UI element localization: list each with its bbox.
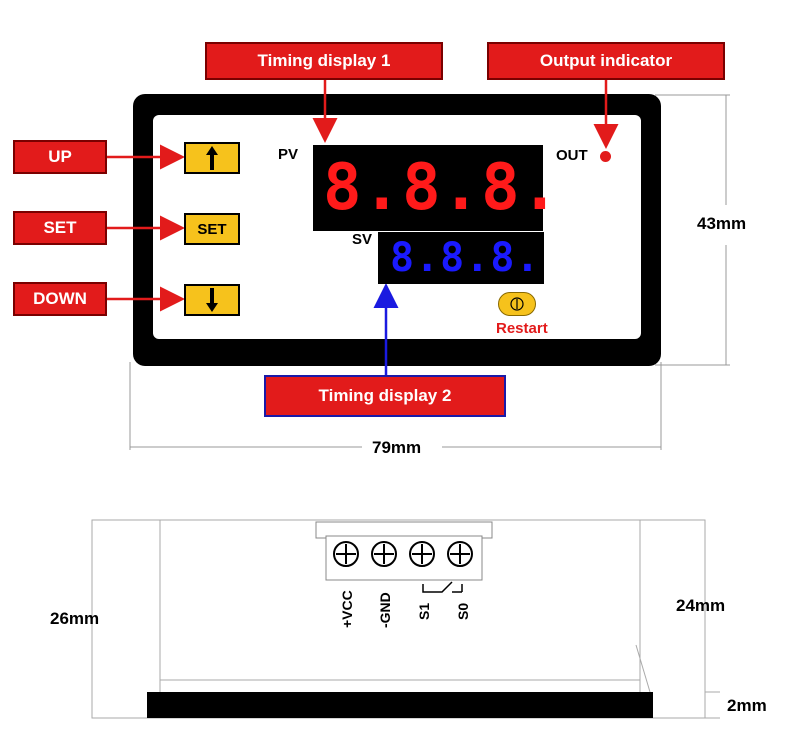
screw-icon (447, 541, 473, 567)
pv-digits: 8.8.8. (323, 151, 561, 225)
output-indicator-led (600, 151, 611, 162)
sv-digits: 8.8.8. (390, 235, 541, 281)
callout-output-indicator: Output indicator (487, 42, 725, 80)
dimension-depth: 26mm (50, 609, 100, 628)
dimension-body-depth: 24mm (676, 596, 726, 615)
restart-button[interactable] (498, 292, 536, 316)
callout-down: DOWN (13, 282, 107, 316)
pv-label: PV (278, 146, 299, 163)
set-button[interactable]: SET (184, 213, 240, 245)
restart-label: Restart (496, 320, 548, 337)
terminal-label-gnd: -GND (377, 592, 393, 628)
arrow-up-icon (206, 146, 218, 170)
down-button[interactable] (184, 284, 240, 316)
dimension-width: 79mm (372, 438, 422, 457)
screw-icon (371, 541, 397, 567)
screw-icon (409, 541, 435, 567)
screw-icon (333, 541, 359, 567)
terminal-label-s0: S0 (455, 602, 471, 620)
callout-set: SET (13, 211, 107, 245)
callout-timing-display-2: Timing display 2 (264, 375, 506, 417)
dimension-bezel: 2mm (727, 696, 767, 715)
terminal-label-vcc: +VCC (339, 590, 355, 628)
callout-timing-display-1: Timing display 1 (205, 42, 443, 80)
arrow-down-icon (206, 288, 218, 312)
sv-label: SV (352, 231, 373, 248)
out-label: OUT (556, 147, 588, 164)
callout-up: UP (13, 140, 107, 174)
sv-display: 8.8.8. (378, 232, 544, 284)
restart-icon (510, 297, 524, 311)
terminal-label-s1: S1 (416, 602, 432, 620)
up-button[interactable] (184, 142, 240, 174)
dimension-height: 43mm (697, 214, 747, 233)
pv-display: 8.8.8. (313, 145, 559, 231)
